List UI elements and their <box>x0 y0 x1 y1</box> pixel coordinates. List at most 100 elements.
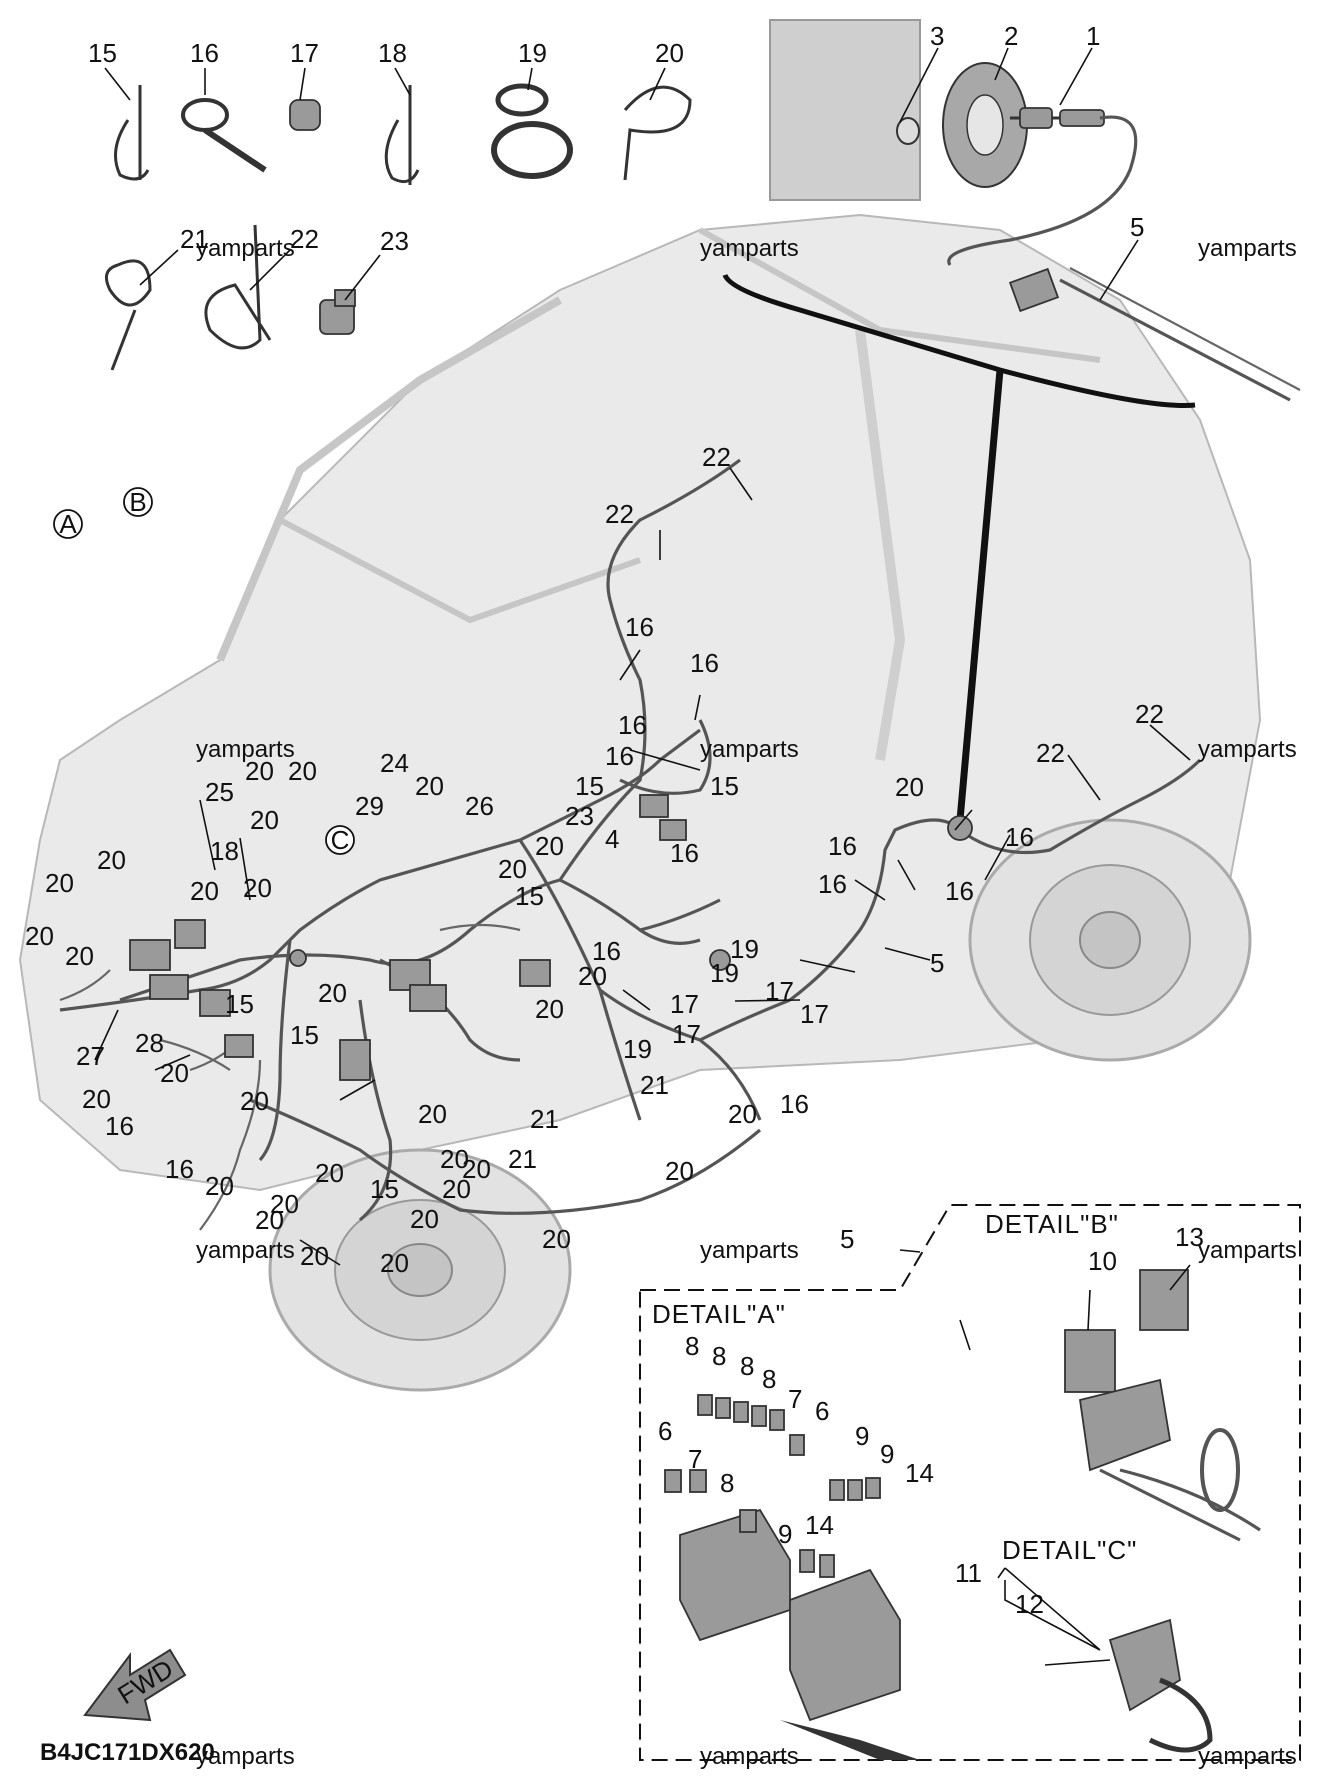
part-label-20: 20 <box>205 1171 234 1201</box>
part-label-6: 6 <box>815 1396 829 1426</box>
part-label-17: 17 <box>800 999 829 1029</box>
part-label-21: 21 <box>508 1144 537 1174</box>
part-label-18: 18 <box>210 836 239 866</box>
part-label-16: 16 <box>105 1111 134 1141</box>
detail-pointer-line-vertical <box>956 369 1004 821</box>
cable-tie-15 <box>114 85 150 181</box>
part-label-14: 14 <box>805 1510 834 1540</box>
part-label-12: 12 <box>1015 1589 1044 1619</box>
part-label-20: 20 <box>410 1204 439 1234</box>
part-label-22: 22 <box>1135 699 1164 729</box>
part-label-22: 22 <box>702 442 731 472</box>
part-label-20: 20 <box>245 756 274 786</box>
front-wheel <box>268 1148 572 1392</box>
part-label-20: 20 <box>535 994 564 1024</box>
watermark: yamparts <box>196 736 295 763</box>
part-label-16: 16 <box>190 38 219 68</box>
part-label-16: 16 <box>618 710 647 740</box>
part-label-9: 9 <box>855 1421 869 1451</box>
part-label-20: 20 <box>498 854 527 884</box>
watermark: yamparts <box>1198 736 1297 763</box>
part-label-15: 15 <box>515 881 544 911</box>
detail-a-title: DETAIL"A" <box>652 1299 786 1329</box>
part-label-16: 16 <box>592 936 621 966</box>
part-label-8: 8 <box>712 1341 726 1371</box>
part-label-20: 20 <box>240 1086 269 1116</box>
callout-b-label: B <box>129 487 146 517</box>
band-22 <box>204 224 272 350</box>
part-label-15: 15 <box>370 1174 399 1204</box>
callout-b: B <box>123 487 153 517</box>
part-label-20: 20 <box>288 756 317 786</box>
part-label-20: 20 <box>315 1158 344 1188</box>
part-label-25: 25 <box>205 777 234 807</box>
part-label-20: 20 <box>270 1189 299 1219</box>
watermark: yamparts <box>700 1237 799 1264</box>
part-label-8: 8 <box>740 1351 754 1381</box>
part-label-22: 22 <box>290 224 319 254</box>
watermark: yamparts <box>1198 1743 1297 1770</box>
part-label-21: 21 <box>640 1070 669 1100</box>
part-label-16: 16 <box>625 612 654 642</box>
part-label-5: 5 <box>1130 212 1144 242</box>
part-label-8: 8 <box>762 1364 776 1394</box>
clip-17 <box>289 99 321 131</box>
part-label-22: 22 <box>1036 738 1065 768</box>
part-label-18: 18 <box>378 38 407 68</box>
rear-wheel <box>968 818 1252 1062</box>
watermark: yamparts <box>700 235 799 262</box>
band-19 <box>491 83 573 179</box>
part-label-26: 26 <box>465 791 494 821</box>
part-label-20: 20 <box>255 1205 284 1235</box>
part-label-16: 16 <box>818 869 847 899</box>
part-label-28: 28 <box>135 1028 164 1058</box>
part-label-20: 20 <box>250 805 279 835</box>
part-label-19: 19 <box>730 934 759 964</box>
part-label-20: 20 <box>655 38 684 68</box>
watermark: yamparts <box>700 736 799 763</box>
part-label-23: 23 <box>380 226 409 256</box>
leader-lines <box>94 47 1191 1666</box>
part-label-17: 17 <box>290 38 319 68</box>
part-label-20: 20 <box>728 1099 757 1129</box>
part-label-16: 16 <box>945 876 974 906</box>
band-20 <box>623 85 692 181</box>
cable-tie-18 <box>384 85 420 185</box>
part-label-20: 20 <box>665 1156 694 1186</box>
callout-c-label: C <box>331 825 350 855</box>
watermark: yamparts <box>196 1237 295 1264</box>
band-21 <box>104 259 152 371</box>
part-label-20: 20 <box>318 978 347 1008</box>
detail-b-relays <box>1064 1269 1261 1542</box>
part-label-16: 16 <box>605 741 634 771</box>
part-label-17: 17 <box>670 989 699 1019</box>
part-label-20: 20 <box>440 1144 469 1174</box>
part-label-15: 15 <box>710 771 739 801</box>
part-label-20: 20 <box>418 1099 447 1129</box>
vehicle-body <box>18 213 1262 1192</box>
part-label-20: 20 <box>190 876 219 906</box>
part-label-2: 2 <box>1004 21 1018 51</box>
part-label-14: 14 <box>905 1458 934 1488</box>
part-label-15: 15 <box>225 989 254 1019</box>
part-label-16: 16 <box>828 831 857 861</box>
part-label-24: 24 <box>380 748 409 778</box>
part-label-16: 16 <box>165 1154 194 1184</box>
part-label-6: 6 <box>658 1416 672 1446</box>
part-label-20: 20 <box>45 868 74 898</box>
diagram-code: B4JC171DX620 <box>40 1739 215 1766</box>
part-label-7: 7 <box>688 1444 702 1474</box>
watermarks: yamparts yamparts yamparts yamparts yamp… <box>196 235 1297 1770</box>
part-label-9: 9 <box>778 1519 792 1549</box>
part-label-20: 20 <box>578 961 607 991</box>
watermark: yamparts <box>700 1743 799 1770</box>
part-label-20: 20 <box>160 1058 189 1088</box>
part-label-19: 19 <box>623 1034 652 1064</box>
part-label-7: 7 <box>788 1384 802 1414</box>
part-label-29: 29 <box>355 791 384 821</box>
part-label-15: 15 <box>575 771 604 801</box>
part-label-21: 21 <box>180 224 209 254</box>
part-label-3: 3 <box>930 21 944 51</box>
detail-pointer-line <box>722 273 1196 409</box>
